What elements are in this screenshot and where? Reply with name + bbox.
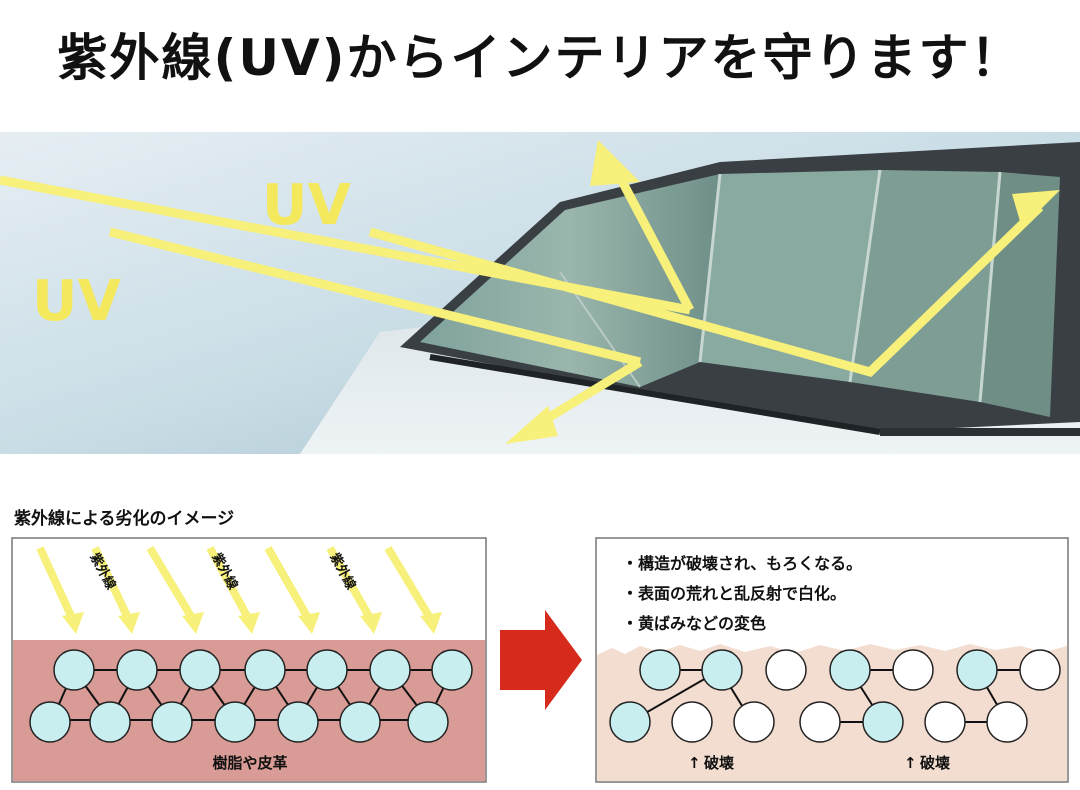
- degradation-diagram: 紫外線 紫外線 紫外線: [11, 537, 1069, 783]
- page-headline: 紫外線(UV)からインテリアを守ります！: [57, 29, 1023, 87]
- transition-arrow-icon: [500, 610, 582, 710]
- uv-incoming-rays: [36, 545, 434, 621]
- effects-list: ・構造が破壊され、もろくなる。 ・表面の荒れと乱反射で白化。 ・黄ばみなどの変色: [622, 549, 862, 639]
- break-arrow-icon: ↑: [904, 754, 917, 772]
- molecules: [29, 649, 473, 743]
- uv-arrowheads: [62, 612, 442, 634]
- right-panel-damaged-material: ↑ 破壊 ↑ 破壊: [595, 537, 1069, 783]
- uv-label: UV: [262, 173, 351, 238]
- left-panel-intact-material: 紫外線 紫外線 紫外線: [11, 537, 487, 783]
- effect-item: ・表面の荒れと乱反射で白化。: [622, 584, 847, 603]
- effect-item: ・黄ばみなどの変色: [622, 614, 767, 633]
- damaged-molecules: [609, 649, 1061, 743]
- break-label: 破壊: [920, 754, 950, 772]
- hero-windshield-image: UV UV: [0, 132, 1080, 454]
- uv-ray-arrowheads: [505, 140, 1060, 444]
- break-label: 破壊: [704, 754, 734, 772]
- break-arrow-icon: ↑: [688, 754, 701, 772]
- arrowhead-up-icon: [590, 140, 640, 186]
- effect-item: ・構造が破壊され、もろくなる。: [622, 554, 863, 573]
- arrowhead-right-icon: [1012, 190, 1060, 228]
- diagram-title: 紫外線による劣化のイメージ: [14, 509, 235, 529]
- uv-label: UV: [32, 269, 121, 334]
- material-label: 樹脂や皮革: [212, 754, 287, 772]
- arrowhead-down-left-icon: [505, 406, 558, 444]
